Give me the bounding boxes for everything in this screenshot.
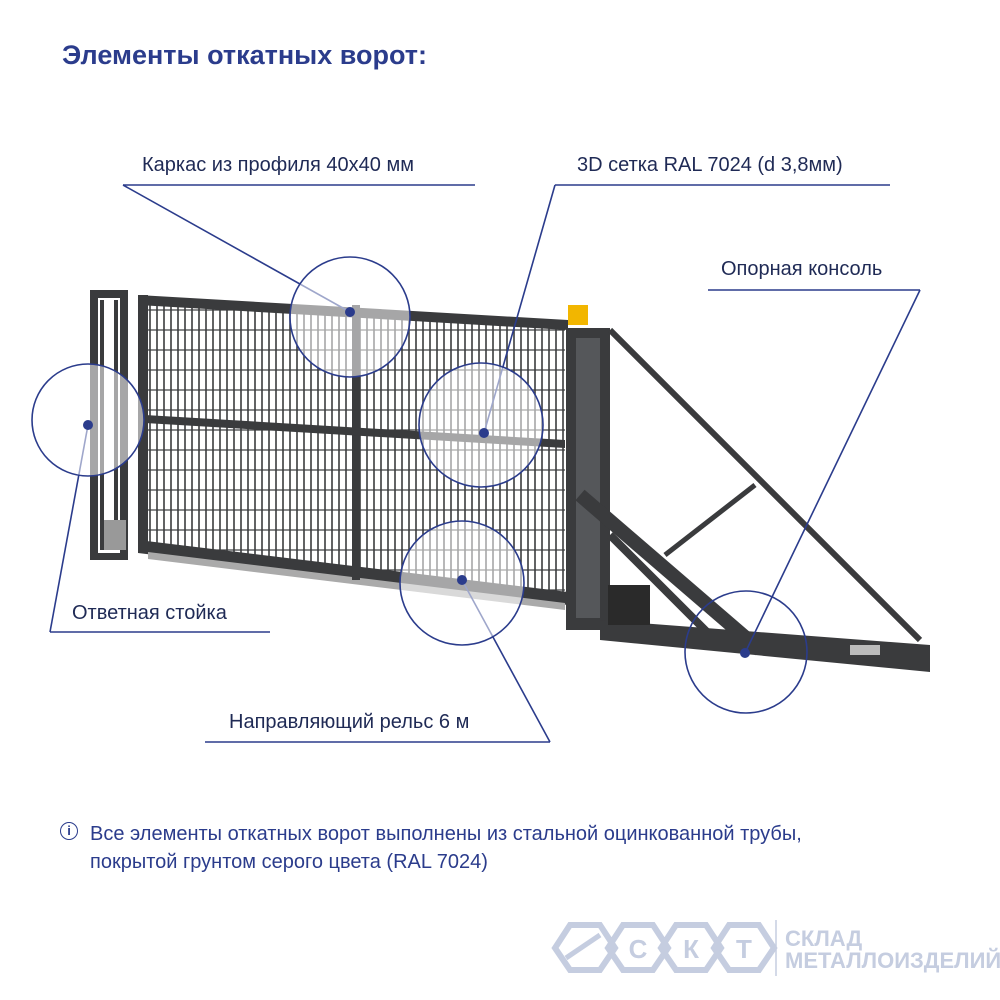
warning-lamp-icon — [568, 305, 588, 325]
info-line-2: покрытой грунтом серого цвета (RAL 7024) — [90, 851, 488, 873]
callout-dots — [83, 307, 750, 658]
label-rail: Направляющий рельс 6 м — [229, 711, 470, 733]
support-post — [566, 305, 610, 630]
logo-text: СКЛАД МЕТАЛЛОИЗДЕЛИЙ — [785, 928, 1000, 972]
logo-mark: С К Т — [551, 920, 778, 976]
label-frame: Каркас из профиля 40х40 мм — [142, 154, 414, 176]
label-post: Ответная стойка — [72, 602, 227, 624]
logo-line-2: МЕТАЛЛОИЗДЕЛИЙ — [785, 948, 1000, 973]
page-title: Элементы откатных ворот: — [62, 40, 428, 70]
info-icon: i — [60, 822, 78, 840]
logo-line-1: СКЛАД — [785, 926, 863, 951]
svg-text:С: С — [629, 934, 648, 964]
support-console — [575, 327, 930, 672]
info-note: Все элементы откатных ворот выполнены из… — [90, 820, 970, 876]
svg-text:К: К — [683, 934, 699, 964]
gate-motor — [608, 585, 650, 625]
info-line-1: Все элементы откатных ворот выполнены из… — [90, 823, 802, 845]
svg-text:Т: Т — [736, 934, 752, 964]
label-console: Опорная консоль — [721, 258, 883, 280]
callouts — [31, 184, 921, 743]
label-mesh: 3D сетка RAL 7024 (d 3,8мм) — [577, 154, 843, 176]
